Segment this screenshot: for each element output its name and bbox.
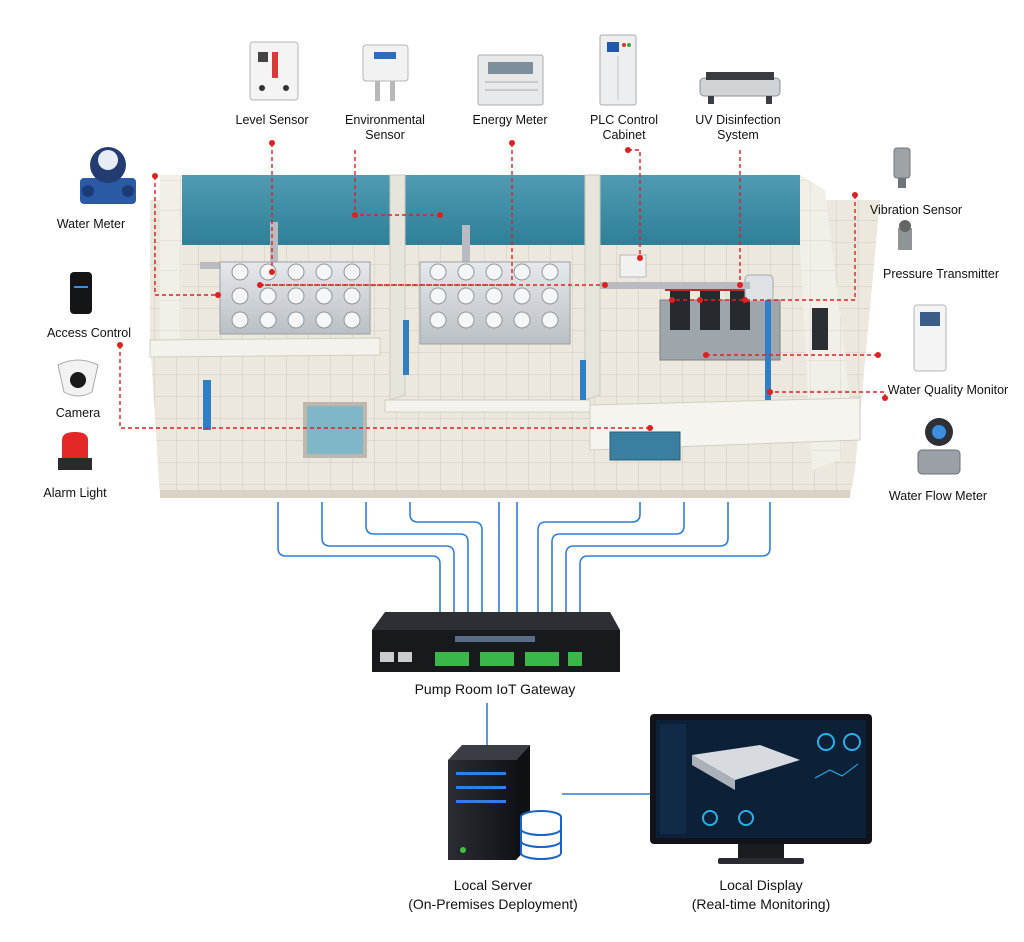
pipe-left bbox=[203, 380, 211, 430]
label-iot-gateway: Pump Room IoT Gateway bbox=[414, 681, 576, 697]
divider-wall-1 bbox=[389, 174, 406, 401]
water-quality-monitor-icon bbox=[913, 304, 947, 372]
plc-control-cabinet-icon bbox=[599, 34, 637, 106]
database-icon bbox=[520, 810, 562, 860]
connector-plc-cabinet bbox=[628, 149, 641, 258]
label-energy-meter: Energy Meter bbox=[472, 113, 548, 127]
pipe-mid bbox=[403, 320, 409, 375]
water-tank-1 bbox=[219, 261, 371, 335]
door bbox=[609, 431, 681, 461]
connector-dots bbox=[117, 140, 888, 431]
alarm-light-icon bbox=[58, 432, 92, 470]
pipe-right bbox=[580, 360, 586, 400]
network-links bbox=[486, 703, 652, 795]
label-level-sensor: Level Sensor bbox=[235, 113, 309, 127]
label-access-control: Access Control bbox=[46, 326, 132, 340]
overhead-pipe-1 bbox=[270, 222, 278, 272]
label-water-quality-monitor: Water Quality Monitor bbox=[887, 383, 1009, 397]
energy-meter-icon bbox=[477, 54, 544, 106]
connector-water-meter bbox=[154, 176, 218, 296]
sensor-connectors bbox=[119, 143, 886, 429]
connector-vibration-sensor bbox=[672, 195, 856, 301]
connector-camera bbox=[119, 345, 650, 429]
level-sensor-icon bbox=[249, 41, 299, 101]
local-display-monitor bbox=[650, 714, 872, 864]
label-environmental-sensor-line2: Sensor bbox=[365, 128, 405, 142]
label-plc-control-cabinet: PLC Control Cabinet bbox=[574, 113, 674, 143]
label-water-flow-meter: Water Flow Meter bbox=[888, 489, 988, 503]
sump-pit bbox=[303, 402, 367, 458]
label-vibration-sensor: Vibration Sensor bbox=[869, 203, 963, 217]
local-server-device bbox=[448, 745, 530, 860]
water-tank-2 bbox=[419, 261, 571, 345]
camera-icon bbox=[57, 359, 99, 397]
back-wall-room1 bbox=[180, 175, 390, 245]
front-wall-left bbox=[149, 337, 381, 358]
label-alarm-light: Alarm Light bbox=[43, 486, 107, 500]
floor-edge bbox=[160, 490, 850, 498]
label-water-meter: Water Meter bbox=[56, 217, 126, 231]
local-display-subtitle: (Real-time Monitoring) bbox=[691, 896, 831, 912]
label-environmental-sensor: Environmental Sensor bbox=[335, 113, 435, 143]
vibration-sensor-icon bbox=[893, 147, 911, 188]
overhead-pipe-2 bbox=[462, 225, 470, 270]
label-local-server: Local Server (On-Premises Deployment) bbox=[386, 876, 600, 914]
label-camera: Camera bbox=[55, 406, 101, 420]
wall-panel bbox=[812, 308, 828, 350]
label-uv-line2: System bbox=[717, 128, 759, 142]
front-wall-mid bbox=[384, 399, 591, 413]
label-environmental-sensor-line1: Environmental bbox=[345, 113, 425, 127]
iot-gateway-device bbox=[372, 612, 620, 672]
local-server-subtitle: (On-Premises Deployment) bbox=[408, 896, 578, 912]
label-plc-line1: PLC Control bbox=[589, 113, 659, 127]
environmental-sensor-icon bbox=[362, 44, 409, 101]
left-wall bbox=[160, 175, 182, 345]
back-wall-room2 bbox=[405, 175, 585, 245]
local-server-title: Local Server bbox=[453, 877, 533, 893]
uv-disinfection-system-icon bbox=[699, 72, 781, 104]
pressure-transmitter-icon bbox=[898, 220, 912, 250]
gateway-cables bbox=[277, 502, 771, 615]
divider-wall-2 bbox=[584, 174, 601, 401]
water-flow-meter-icon bbox=[917, 418, 961, 475]
label-plc-line2: Cabinet bbox=[602, 128, 646, 142]
label-local-display: Local Display (Real-time Monitoring) bbox=[666, 876, 856, 914]
label-uv-line1: UV Disinfection bbox=[695, 113, 781, 127]
local-display-title: Local Display bbox=[719, 877, 803, 893]
water-meter-icon bbox=[80, 147, 136, 204]
label-uv-disinfection-system: UV Disinfection System bbox=[682, 113, 794, 143]
access-control-icon bbox=[70, 272, 92, 314]
label-pressure-transmitter: Pressure Transmitter bbox=[882, 267, 999, 281]
back-wall-room3 bbox=[600, 175, 800, 245]
